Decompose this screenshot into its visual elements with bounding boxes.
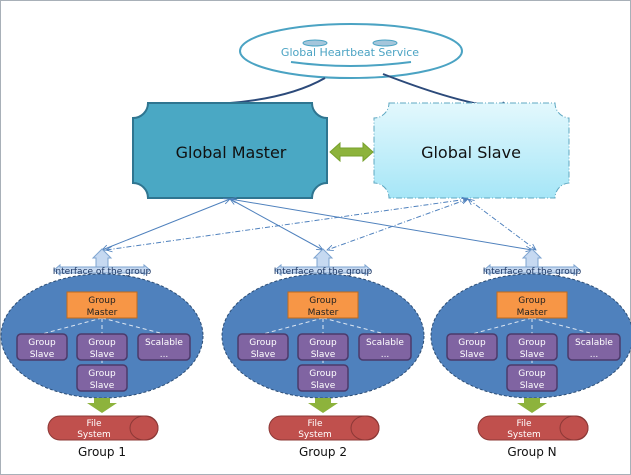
group-cluster: Interface of the groupGroupMasterGroupSl…	[221, 248, 425, 459]
group-cluster: Interface of the groupGroupMasterGroupSl…	[0, 248, 204, 459]
group-master-label: Group	[518, 296, 546, 306]
master-group-link	[230, 199, 532, 250]
interface-bidirectional-arrow-icon	[483, 263, 581, 277]
slave-group-link	[106, 199, 468, 250]
global-master-node: Global Master	[132, 102, 328, 199]
group-slave-node-label: Slave	[90, 350, 115, 360]
hierarchy-connector	[41, 317, 103, 335]
group-slave-node-label: Slave	[311, 350, 336, 360]
group-slave-node-label: Group	[309, 338, 337, 348]
file-system-label: System	[298, 430, 332, 440]
hierarchy-connector	[262, 317, 324, 335]
group-slave-node-label: Slave	[460, 350, 485, 360]
global-master-label: Global Master	[176, 143, 287, 162]
sync-double-arrow-icon	[329, 141, 374, 163]
scalable-node: Scalable...	[137, 333, 191, 361]
cylinder-end	[559, 415, 589, 441]
cylinder-end	[350, 415, 380, 441]
group-slave-node-label: Group	[88, 369, 116, 379]
group-name-label: Group 1	[78, 445, 126, 459]
interface-up-arrow-icon	[312, 248, 334, 269]
global-heartbeat-service: Global Heartbeat Service	[239, 23, 463, 79]
master-group-link	[102, 199, 230, 250]
cylinder-end	[129, 415, 159, 441]
group-slave-node-label: Slave	[520, 381, 545, 391]
scalable-node-label: Scalable	[145, 338, 183, 348]
scalable-node-label: ...	[590, 350, 599, 360]
down-arrow-icon	[308, 398, 338, 413]
group-slave-node-label: Slave	[30, 350, 55, 360]
group-slave-node-label: Group	[88, 338, 116, 348]
group-master-label: Group	[309, 296, 337, 306]
heartbeat-link-slave	[382, 73, 505, 108]
scalable-node-label: Scalable	[366, 338, 404, 348]
hierarchy-connector	[471, 317, 533, 335]
hierarchy-connector	[322, 317, 386, 335]
scalable-node-label: ...	[160, 350, 169, 360]
group-name-label: Group 2	[299, 445, 347, 459]
interface-label: Interface of the group	[483, 267, 582, 277]
group-slave-node-label: Group	[28, 338, 56, 348]
interface-label: Interface of the group	[53, 267, 152, 277]
group-master-label: Master	[87, 308, 118, 318]
group-slave-node-label: Slave	[90, 381, 115, 391]
hierarchy-connector	[101, 317, 165, 335]
file-system-label: File	[307, 419, 323, 429]
group-slave-node-label: Group	[518, 369, 546, 379]
down-arrow-icon	[517, 398, 547, 413]
group-slave-node-label: Slave	[311, 381, 336, 391]
group-name-label: Group N	[507, 445, 556, 459]
group-master-label: Master	[308, 308, 339, 318]
heartbeat-link-master	[229, 77, 326, 104]
slave-group-link	[327, 199, 468, 250]
interface-bidirectional-arrow-icon	[274, 263, 372, 277]
interface-up-arrow-icon	[91, 248, 113, 269]
group-slave-node-label: Group	[458, 338, 486, 348]
file-system-label: System	[507, 430, 541, 440]
slave-group-link	[468, 199, 536, 250]
group-slave-node-label: Slave	[251, 350, 276, 360]
group-cluster: Interface of the groupGroupMasterGroupSl…	[430, 248, 631, 459]
group-master-label: Group	[88, 296, 116, 306]
interface-label: Interface of the group	[274, 267, 373, 277]
eye-icon	[372, 39, 398, 47]
scalable-node-label: Scalable	[575, 338, 613, 348]
scalable-node-label: ...	[381, 350, 390, 360]
group-slave-node-label: Group	[309, 369, 337, 379]
interface-bidirectional-arrow-icon	[53, 263, 151, 277]
group-slave-node-label: Group	[249, 338, 277, 348]
interface-up-arrow-icon	[521, 248, 543, 269]
down-arrow-icon	[87, 398, 117, 413]
file-system-label: File	[516, 419, 532, 429]
global-slave-node: Global Slave	[373, 102, 570, 199]
group-slave-node-label: Slave	[520, 350, 545, 360]
eye-icon	[302, 39, 328, 47]
hierarchy-connector	[531, 317, 595, 335]
scalable-node: Scalable...	[567, 333, 621, 361]
heartbeat-label: Global Heartbeat Service	[281, 46, 419, 59]
scalable-node: Scalable...	[358, 333, 412, 361]
global-slave-label: Global Slave	[421, 143, 521, 162]
file-system-label: File	[86, 419, 102, 429]
group-master-label: Master	[517, 308, 548, 318]
file-system-label: System	[77, 430, 111, 440]
group-slave-node-label: Group	[518, 338, 546, 348]
